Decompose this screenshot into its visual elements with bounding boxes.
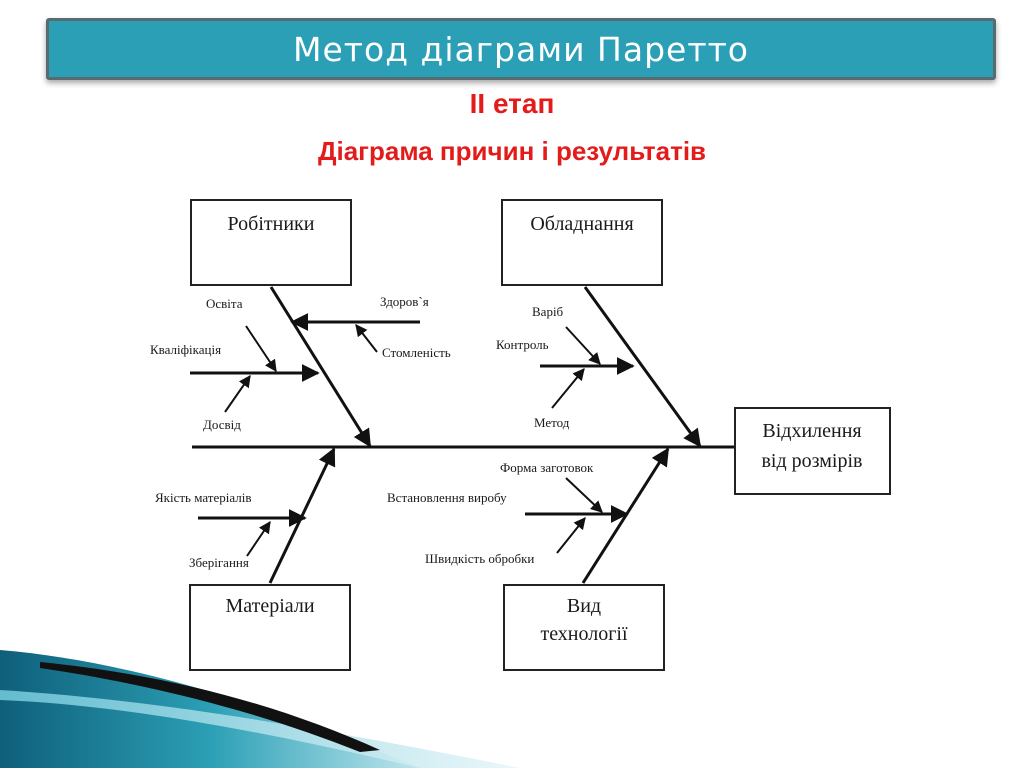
category-label-workers: Робітники	[228, 213, 315, 235]
cause-label-qualification: Кваліфікація	[150, 342, 221, 357]
cause-label-blank-shape: Форма заготовок	[500, 460, 594, 475]
bone-technology	[583, 449, 668, 583]
cause-label-product-install: Встановлення виробу	[387, 490, 507, 505]
cause-label-experience: Досвід	[203, 417, 241, 432]
cause-label-material-quality: Якість матеріалів	[155, 490, 251, 505]
cause-label-processing-speed: Швидкість обробки	[425, 551, 534, 566]
cause-label-control: Контроль	[496, 337, 549, 352]
cause-label-education: Освіта	[206, 296, 243, 311]
cause-label-fatigue: Стомленість	[382, 345, 451, 360]
effect-label-line1: Відхилення	[762, 420, 861, 442]
cause-label-variant: Варіб	[532, 304, 564, 319]
cause-arrow-fatigue	[356, 325, 377, 352]
cause-label-method: Метод	[534, 415, 570, 430]
cause-arrow-experience	[225, 376, 250, 412]
cause-arrow-education	[246, 326, 276, 371]
effect-label-line2: від розмірів	[761, 450, 862, 472]
cause-arrow-blank-shape	[566, 478, 602, 512]
category-label-equipment: Обладнання	[530, 213, 633, 235]
cause-label-storage: Зберігання	[189, 555, 249, 570]
bone-workers	[271, 287, 370, 446]
cause-arrow-storage	[247, 522, 270, 556]
cause-label-health: Здоров`я	[380, 294, 429, 309]
category-label-technology-line1: Вид	[567, 595, 601, 617]
cause-arrow-processing-speed	[557, 518, 585, 553]
cause-arrow-variant	[566, 327, 600, 364]
cause-arrow-method	[552, 369, 584, 408]
category-label-technology-line2: технології	[540, 623, 628, 645]
category-label-materials: Матеріали	[225, 595, 314, 617]
bone-materials	[270, 449, 334, 583]
